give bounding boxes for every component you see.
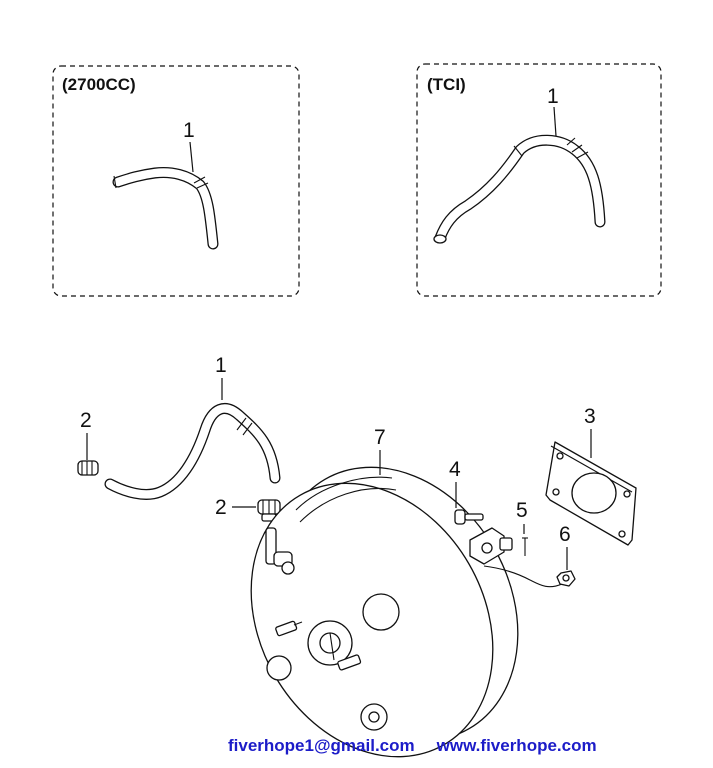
variant-box-2700cc: (2700CC) 1 — [52, 65, 300, 297]
vacuum-hose-tci — [433, 134, 606, 244]
brake-booster — [250, 466, 519, 758]
footer-contact: fiverhope1@gmail.com www.fiverhope.com — [228, 736, 597, 756]
footer-website: www.fiverhope.com — [436, 736, 597, 755]
callout-clip-left: 2 — [80, 409, 92, 432]
hose-clip-center — [257, 499, 281, 522]
stud-upper — [275, 620, 303, 637]
leader-2700cc-hose — [189, 141, 194, 173]
check-valve — [265, 527, 295, 575]
clevis-bracket — [469, 527, 563, 588]
callout-pin: 5 — [516, 499, 528, 522]
callout-nut: 6 — [559, 523, 571, 546]
callout-2700cc-hose: 1 — [183, 119, 195, 142]
footer-email: fiverhope1@gmail.com — [228, 736, 415, 755]
bolt — [454, 509, 484, 525]
callout-clip-center: 2 — [215, 496, 227, 519]
variant-box-2700cc-border — [52, 65, 300, 297]
callout-tci-hose: 1 — [547, 85, 559, 108]
vacuum-hose — [104, 403, 281, 500]
variant-title-2700cc: (2700CC) — [62, 75, 136, 94]
callout-hose: 1 — [215, 354, 227, 377]
nut — [556, 570, 576, 587]
stud-lower — [337, 654, 362, 671]
callout-gasket: 3 — [584, 405, 596, 428]
gasket-plate — [545, 441, 637, 546]
callout-booster: 7 — [374, 426, 386, 449]
variant-box-tci-border — [416, 63, 662, 297]
hose-clip-left — [77, 460, 99, 476]
callout-bolt: 4 — [449, 458, 461, 481]
vacuum-hose-2700cc — [112, 167, 219, 250]
variant-box-tci: (TCI) 1 — [416, 63, 662, 297]
variant-title-tci: (TCI) — [427, 75, 466, 94]
clevis-pin — [522, 537, 528, 556]
leader-tci-hose — [553, 106, 557, 137]
